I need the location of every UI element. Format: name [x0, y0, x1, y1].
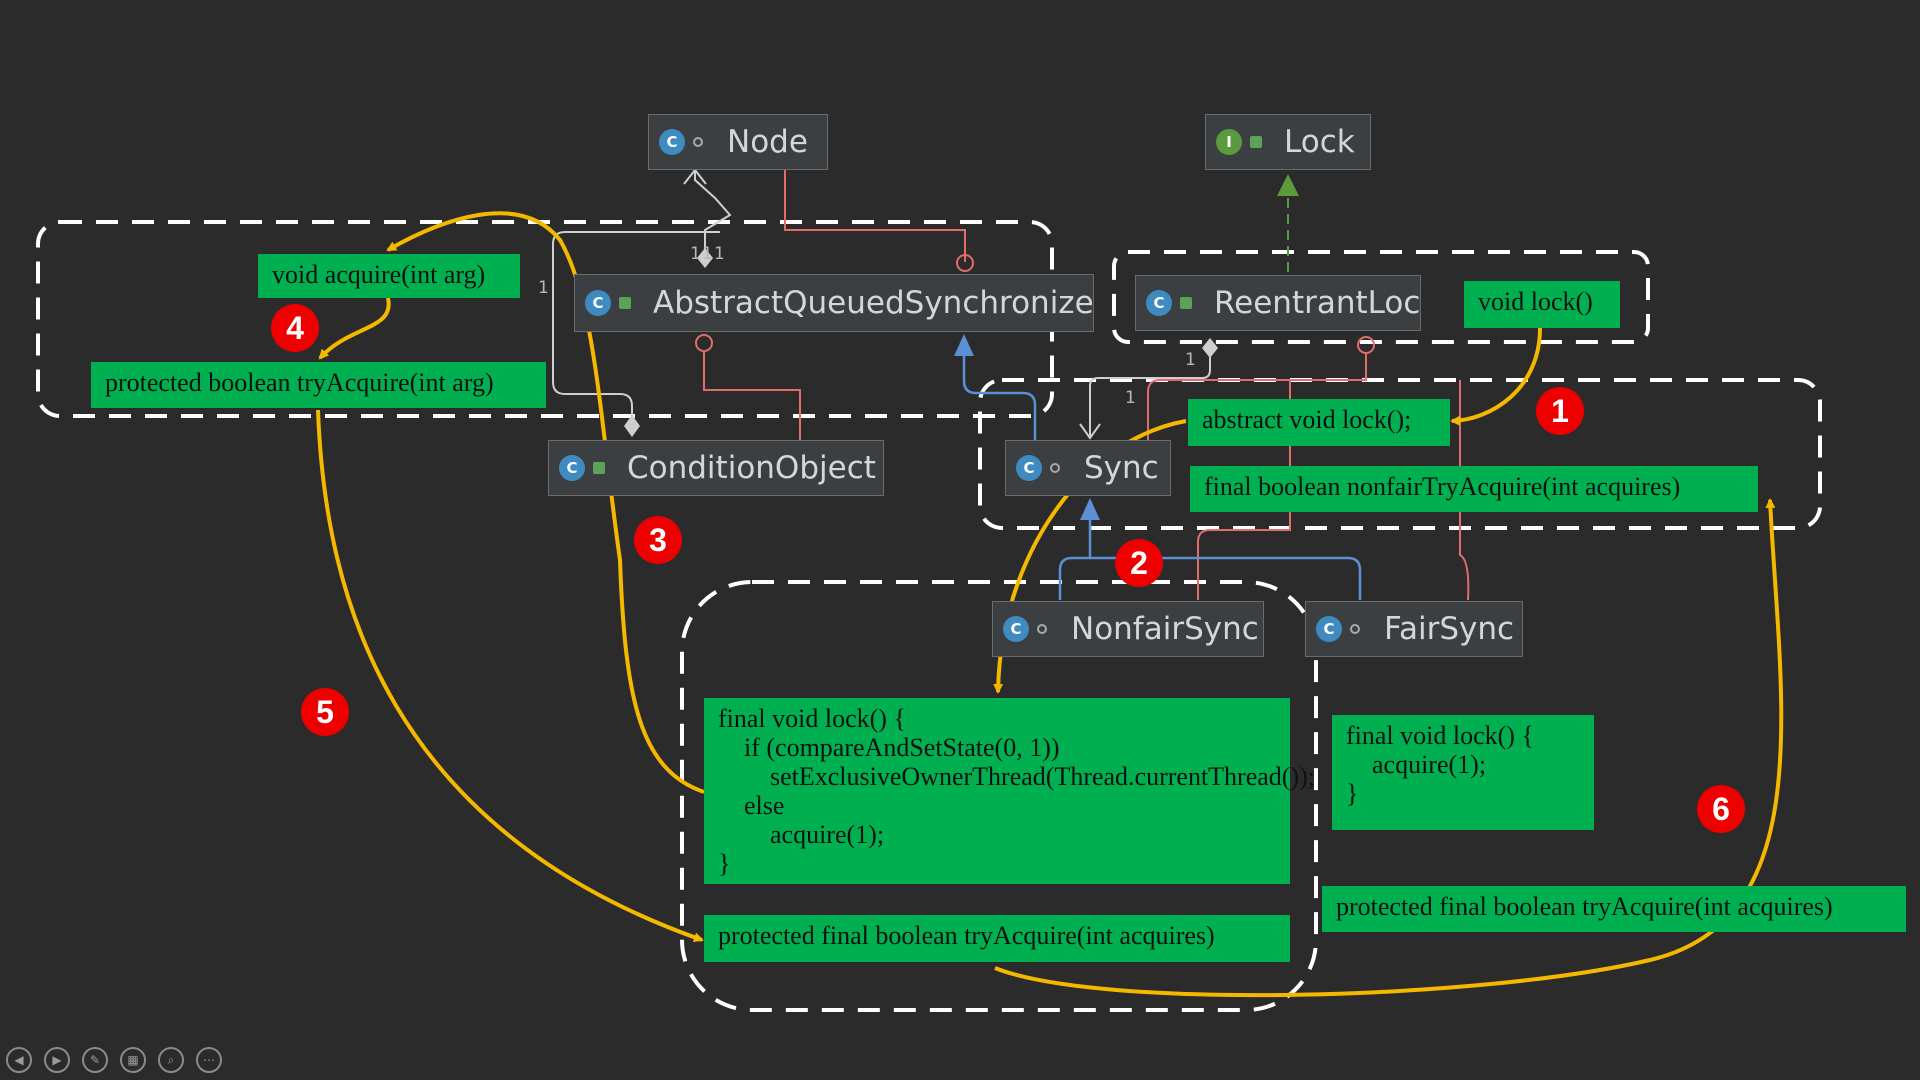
class-reentrantlock[interactable]: C ReentrantLock: [1135, 275, 1421, 331]
inner-aqs-condition-plus: [695, 334, 713, 352]
note-nonfair-tryacquire-impl: protected final boolean tryAcquire(int a…: [704, 915, 1290, 962]
extends-sync-arrow: [1080, 498, 1100, 520]
class-node-name: Node: [727, 124, 808, 160]
package-private-dot-icon: [1350, 624, 1360, 634]
multiplicity-sync-reentrant: 1: [1185, 350, 1196, 370]
class-icon: C: [559, 455, 585, 481]
package-private-dot-icon: [1037, 624, 1047, 634]
multiplicity-aqs-node-3: 1: [714, 244, 725, 264]
extends-sync-aqs: [962, 340, 1037, 440]
class-conditionobject[interactable]: C ConditionObject: [548, 440, 884, 496]
more-options-icon[interactable]: ⋯: [196, 1047, 222, 1073]
note-nonfair-lock: final void lock() { if (compareAndSetSta…: [704, 698, 1315, 884]
class-nonfairsync[interactable]: C NonfairSync: [992, 601, 1264, 657]
assoc-reentrant-sync-arrow: [1079, 423, 1101, 440]
previous-slide-icon[interactable]: ◀: [6, 1047, 32, 1073]
class-icon: C: [1146, 290, 1172, 316]
class-aqs[interactable]: C AbstractQueuedSynchronizer: [574, 274, 1094, 332]
multiplicity-sync-left: 1: [1125, 388, 1136, 408]
step-badge-2: 2: [1115, 539, 1163, 587]
class-icon: C: [659, 129, 685, 155]
interface-lock[interactable]: I Lock: [1205, 114, 1371, 170]
class-icon: C: [1003, 616, 1029, 642]
note-fair-tryacquire-impl: protected final boolean tryAcquire(int a…: [1322, 886, 1906, 932]
class-sync-name: Sync: [1084, 450, 1159, 486]
package-private-dot-icon: [1050, 463, 1060, 473]
package-private-dot-icon: [693, 137, 703, 147]
implements-lock-arrow: [1277, 174, 1299, 196]
class-node[interactable]: C Node: [648, 114, 828, 170]
assoc-condition-diamond: [624, 415, 640, 437]
extends-nonfair-sync: [1058, 508, 1092, 600]
step-badge-3: 3: [634, 516, 682, 564]
flow-4-acquire-to-tryacquire: [318, 297, 391, 360]
extends-sync-aqs-arrow: [954, 334, 974, 356]
note-fair-lock: final void lock() { acquire(1); }: [1332, 715, 1594, 830]
note-nonfair-tryacquire: final boolean nonfairTryAcquire(int acqu…: [1190, 466, 1758, 512]
step-badge-6: 6: [1697, 785, 1745, 833]
interface-icon: I: [1216, 129, 1242, 155]
class-icon: C: [585, 290, 611, 316]
public-lock-icon: [619, 297, 631, 309]
assoc-reentrant-diamond: [1202, 338, 1218, 358]
inner-node-aqs-plus: [956, 254, 974, 272]
multiplicity-condition-left: 1: [538, 278, 549, 298]
class-conditionobject-name: ConditionObject: [627, 450, 876, 486]
class-fairsync[interactable]: C FairSync: [1305, 601, 1523, 657]
multiplicity-aqs-node-1: 1: [690, 244, 701, 264]
step-badge-1: 1: [1536, 387, 1584, 435]
step-badge-4: 4: [271, 304, 319, 352]
note-acquire: void acquire(int arg): [258, 254, 520, 298]
note-abstract-lock: abstract void lock();: [1188, 399, 1450, 446]
class-icon: C: [1316, 616, 1342, 642]
inner-reentrant-plus: [1357, 336, 1375, 354]
class-aqs-name: AbstractQueuedSynchronizer: [653, 285, 1094, 321]
multiplicity-aqs-node-2: 1: [702, 244, 713, 264]
interface-lock-name: Lock: [1284, 124, 1355, 160]
class-fairsync-name: FairSync: [1384, 611, 1515, 647]
class-reentrantlock-name: ReentrantLock: [1214, 285, 1421, 321]
step-badge-5: 5: [301, 688, 349, 736]
public-lock-icon: [1250, 136, 1262, 148]
assoc-node-arrowhead: [683, 168, 707, 185]
flow-1-lock-to-abstract: [1450, 327, 1542, 426]
class-nonfairsync-name: NonfairSync: [1071, 611, 1259, 647]
zoom-icon[interactable]: ⌕: [158, 1047, 184, 1073]
public-lock-icon: [1180, 297, 1192, 309]
next-slide-icon[interactable]: ▶: [44, 1047, 70, 1073]
inner-node-aqs: [784, 170, 966, 262]
class-icon: C: [1016, 455, 1042, 481]
slide-sorter-icon[interactable]: ▦: [120, 1047, 146, 1073]
class-sync[interactable]: C Sync: [1005, 440, 1171, 496]
public-lock-icon: [593, 462, 605, 474]
pen-icon[interactable]: ✎: [82, 1047, 108, 1073]
note-reentrant-lock: void lock(): [1464, 281, 1620, 328]
inner-aqs-condition: [703, 352, 801, 440]
note-tryacquire-aqs: protected boolean tryAcquire(int arg): [91, 362, 546, 408]
